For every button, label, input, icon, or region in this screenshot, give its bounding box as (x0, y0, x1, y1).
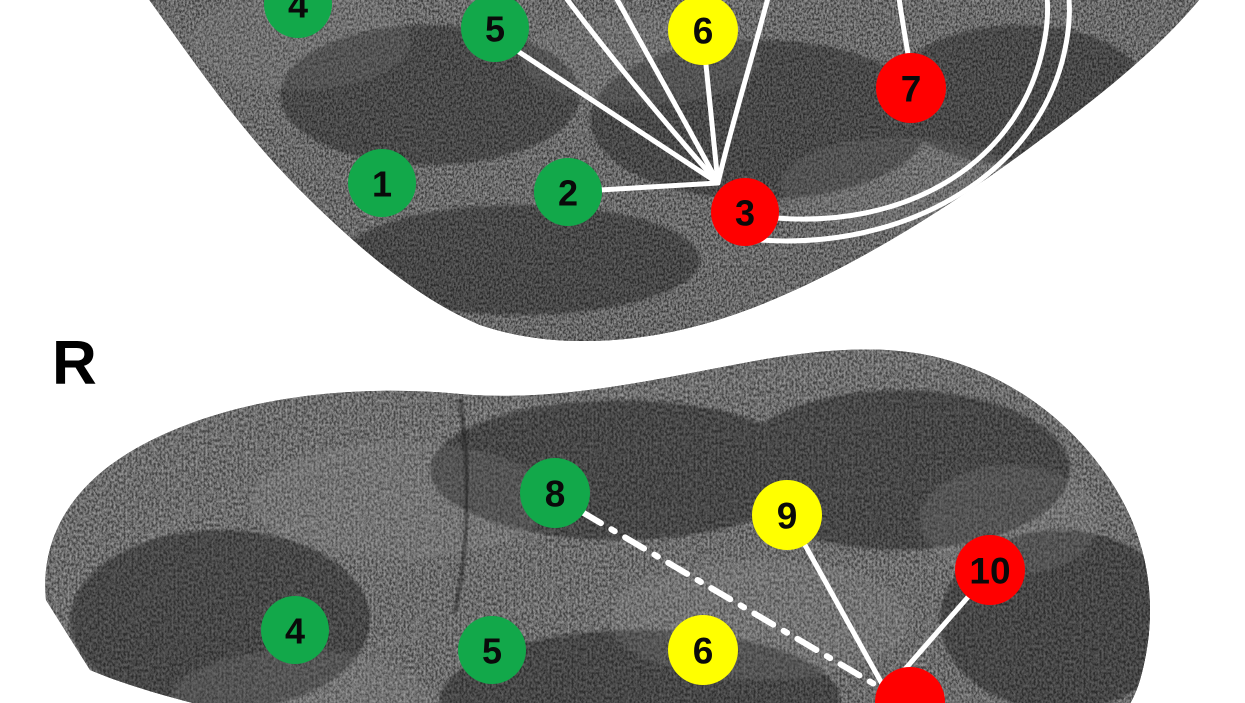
link-node3-arc (773, 0, 1051, 222)
link-node8-hub-dashdot (579, 509, 889, 694)
specimen-top-image (60, 0, 1230, 342)
node-bottom-6-label: 6 (693, 631, 714, 672)
node-bottom-9[interactable]: 9 (752, 480, 822, 550)
link-node9-hub (802, 542, 889, 694)
node-top-2[interactable]: 2 (534, 158, 602, 226)
node-top-5-label: 5 (485, 9, 505, 50)
link-node6-hub (703, 62, 721, 186)
node-top-5[interactable]: 5 (461, 0, 529, 62)
panel-separator (0, 341, 1245, 367)
link-node7-topedge (896, 0, 911, 57)
link-arc-outer (757, 0, 1072, 244)
node-bottom-6[interactable]: 6 (668, 615, 738, 685)
node-bottom-10[interactable]: 10 (955, 535, 1025, 605)
panel-letter-R: R (52, 329, 97, 398)
node-bottom-5-label: 5 (482, 631, 502, 672)
links-top (516, 0, 1072, 244)
link-node5-hub (516, 49, 721, 186)
node-top-3[interactable]: 3 (711, 178, 779, 246)
node-bottom-10-label: 10 (969, 551, 1010, 592)
link-topedge-b-hub (715, 0, 770, 186)
node-top-2-label: 2 (558, 173, 578, 214)
node-top-3-label: 3 (735, 193, 755, 234)
node-top-4-label: 4 (288, 0, 308, 26)
nodes-bottom: 4 5 6 8 9 10 (261, 458, 1025, 703)
link-node2-hub (597, 180, 721, 193)
node-top-1-label: 1 (372, 164, 392, 205)
node-bottom-8-label: 8 (545, 474, 566, 515)
specimen-bottom-image (45, 349, 1151, 703)
node-top-1[interactable]: 1 (348, 149, 416, 217)
node-bottom-hub[interactable] (875, 667, 945, 703)
node-bottom-5[interactable]: 5 (458, 616, 526, 684)
node-bottom-9-label: 9 (777, 496, 798, 537)
node-bottom-4[interactable]: 4 (261, 596, 329, 664)
node-top-6-label: 6 (693, 11, 714, 52)
nodes-top: 1 2 3 4 5 6 7 (264, 0, 946, 246)
link-topedge-c-hub (564, 0, 721, 186)
node-top-4[interactable]: 4 (264, 0, 332, 38)
node-top-7-label: 7 (901, 69, 922, 110)
node-top-6[interactable]: 6 (668, 0, 738, 65)
node-top-7[interactable]: 7 (876, 53, 946, 123)
node-bottom-8[interactable]: 8 (520, 458, 590, 528)
link-topedge-a-hub (614, 0, 721, 186)
node-bottom-4-label: 4 (285, 611, 305, 652)
